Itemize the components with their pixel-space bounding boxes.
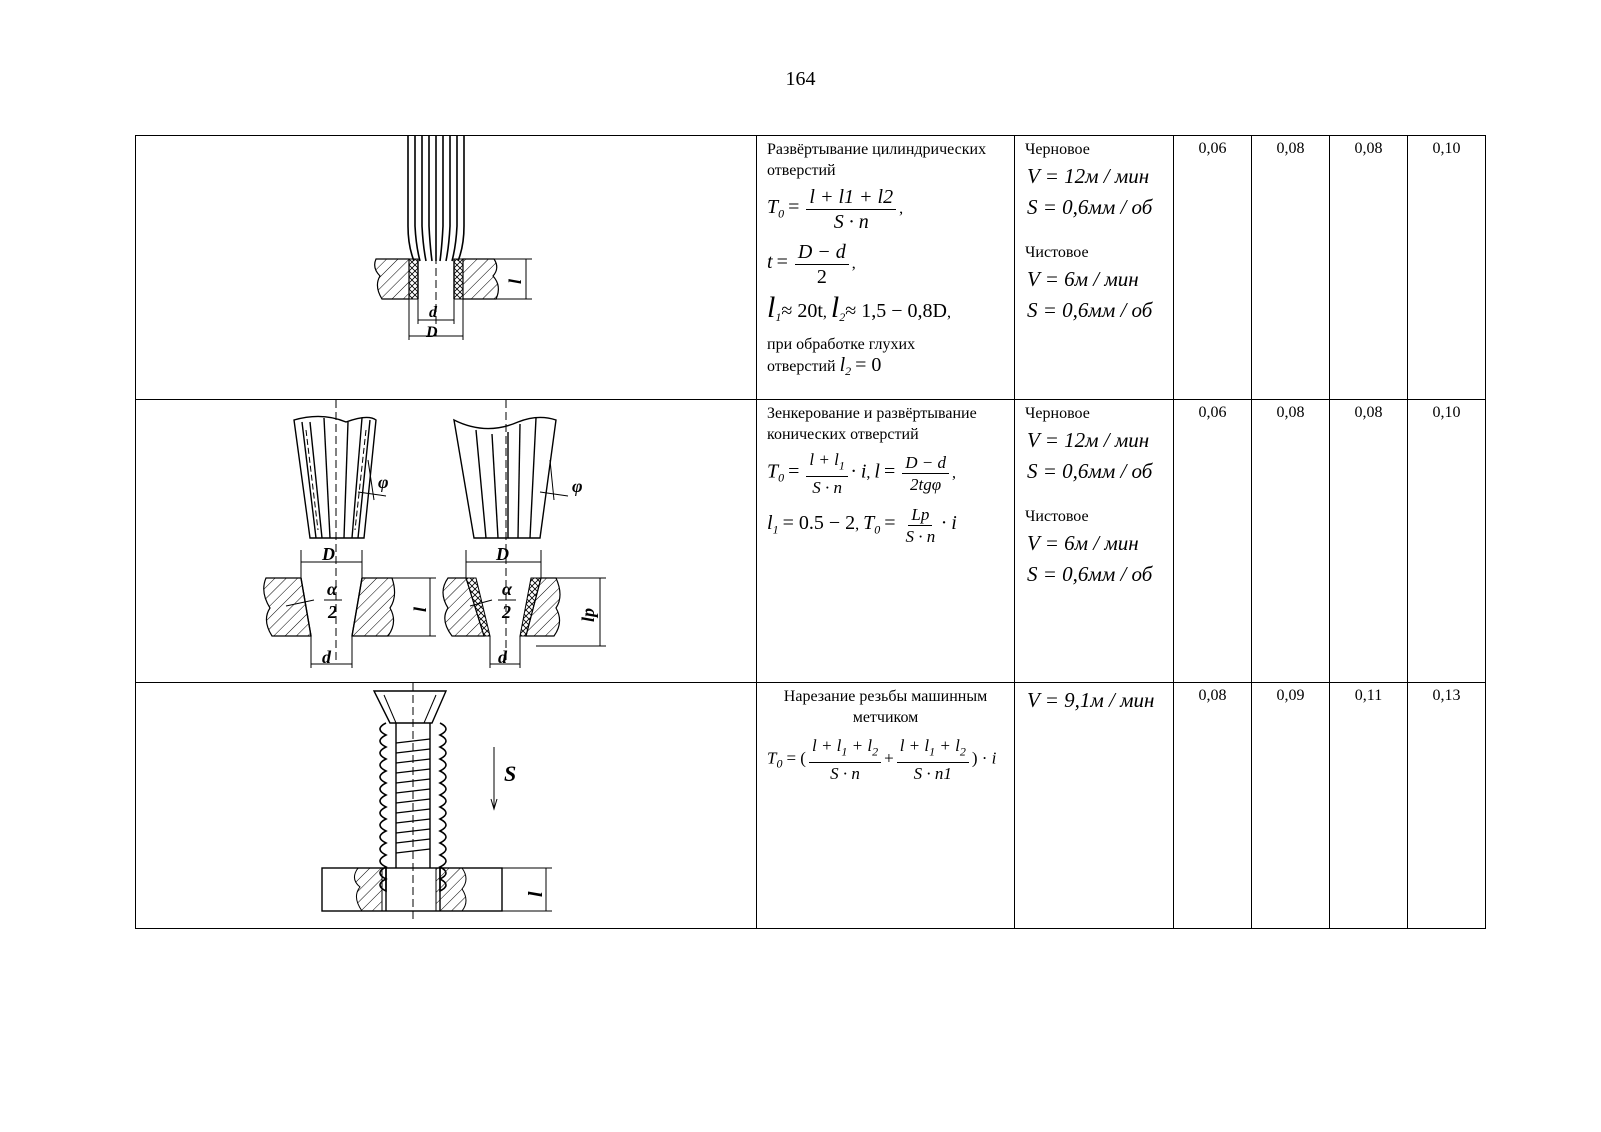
finish-speed: V = 6м / мин [1027,531,1139,555]
rough-feed: S = 0,6мм / об [1027,459,1153,483]
operation-description: Зенкерование и развёртывание конических … [756,399,1015,683]
dim-label-l: l [525,891,547,897]
table-row: d D l Развёртывание цилиндрических отвер… [135,135,1486,400]
operation-title: Развёртывание цилиндрических отверстий [767,141,987,179]
angle-label-alpha-right: α [502,579,513,599]
finish-label: Чистовое [1025,244,1089,261]
rough-speed: V = 12м / мин [1027,428,1150,452]
dim-label-d-right: d [498,647,508,667]
finish-feed: S = 0,6мм / об [1027,562,1153,586]
value-cell: 0,10 [1407,135,1486,400]
value-cell: 0,10 [1407,399,1486,683]
note-blind-holes: при обработке глухих [767,336,916,354]
operations-table: d D l Развёртывание цилиндрических отвер… [135,135,1486,929]
value-cell: 0,13 [1407,682,1486,929]
finish-label: Чистовое [1025,508,1089,525]
operation-description: Нарезание резьбы машинным метчиком T0 = … [756,682,1015,929]
angle-label-phi-left: φ [378,472,389,492]
operation-description: Развёртывание цилиндрических отверстий T… [756,135,1015,400]
dim-label-d-left: d [322,647,332,667]
cutting-mode: V = 9,1м / мин [1014,682,1174,929]
value-cell: 0,08 [1173,682,1252,929]
value-cell: 0,08 [1251,399,1330,683]
angle-label-2-left: 2 [327,602,337,622]
table-row: φ φ [135,399,1486,683]
dim-label-d: d [429,304,438,321]
dim-label-lp: lp [578,608,598,622]
operation-title: Зенкерование и развёртывание конических … [767,405,977,443]
feed-label-S: S [504,761,516,786]
page-number: 164 [785,68,816,90]
cutting-mode: Черновое V = 12м / мин S = 0,6мм / об Чи… [1014,135,1174,400]
value-cell: 0,08 [1329,399,1408,683]
value-cell: 0,09 [1251,682,1330,929]
tapping-speed: V = 9,1м / мин [1027,688,1155,712]
dim-label-l-left: l [410,607,430,612]
rough-label: Черновое [1025,405,1090,422]
finish-feed: S = 0,6мм / об [1027,298,1153,322]
angle-label-phi-right: φ [572,476,583,496]
figure-cell: S l [135,682,757,929]
cutting-mode: Черновое V = 12м / мин S = 0,6мм / об Чи… [1014,399,1174,683]
angle-label-alpha-left: α [327,579,338,599]
finish-speed: V = 6м / мин [1027,267,1139,291]
table-row: S l Нарезание резьбы машинным метчиком [135,682,1486,929]
dim-label-D-right: D [495,544,509,564]
operation-title: Нарезание резьбы машинным метчиком [783,688,988,726]
value-cell: 0,11 [1329,682,1408,929]
dim-label-l: l [505,279,525,284]
formula-l1-l2: l1≈ 20t, l2≈ 1,5 − 0,8D, [767,291,951,325]
angle-label-2-right: 2 [501,602,511,622]
figure-cell: φ φ [135,399,757,683]
value-cell: 0,06 [1173,399,1252,683]
dim-label-D-left: D [321,544,335,564]
reaming-cylindrical-figure: d D l [374,136,532,341]
value-cell: 0,08 [1251,135,1330,400]
countersinking-conical-figure: φ φ [263,400,606,668]
value-cell: 0,06 [1173,135,1252,400]
rough-speed: V = 12м / мин [1027,164,1150,188]
rough-feed: S = 0,6мм / об [1027,195,1153,219]
dim-label-D: D [425,324,438,341]
figure-cell: d D l [135,135,757,400]
note-blind-holes-2: отверстий l2 = 0 [767,354,882,379]
value-cell: 0,08 [1329,135,1408,400]
rough-label: Черновое [1025,141,1090,158]
tapping-figure: S l [321,683,552,923]
